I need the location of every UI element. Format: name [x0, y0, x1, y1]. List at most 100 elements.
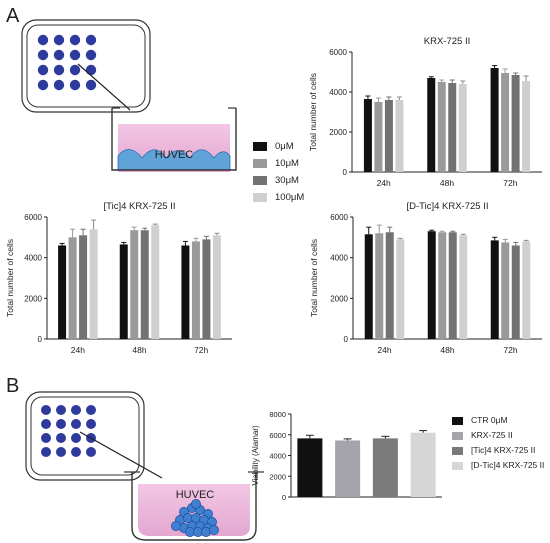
bar	[410, 432, 436, 497]
plate-well	[86, 419, 96, 429]
y-axis-label: Viability (Alamar)	[251, 425, 260, 486]
plate-well	[56, 419, 66, 429]
plate-well	[41, 433, 51, 443]
plate-well	[37, 49, 49, 61]
bar	[375, 233, 384, 339]
legend-b-swatch	[452, 417, 463, 425]
x-tick-label: 24h	[377, 178, 391, 188]
legend-a-swatch	[253, 193, 267, 202]
plate-well	[71, 419, 81, 429]
illustration-culture-dish-bottom: HUVEC	[124, 471, 264, 541]
bar	[181, 245, 190, 339]
bar	[335, 440, 361, 497]
chart-title: KRX-725 II	[424, 36, 470, 47]
bar	[151, 225, 160, 339]
y-tick-label: 2000	[269, 472, 286, 481]
bar	[374, 102, 383, 172]
y-tick-label: 4000	[24, 254, 42, 263]
bar	[427, 231, 436, 339]
legend-b-label: [D-Tic]4 KRX-725 II	[471, 460, 544, 470]
plate-well	[56, 405, 66, 415]
bar	[501, 242, 510, 339]
bar	[427, 78, 436, 172]
plate-well	[56, 447, 66, 457]
plate-well	[69, 79, 81, 91]
bar	[490, 240, 499, 339]
bar	[511, 245, 520, 339]
spheroid-cell	[171, 521, 181, 531]
bar	[511, 75, 520, 172]
plate-well	[41, 405, 51, 415]
bar	[459, 235, 468, 339]
x-tick-label: 72h	[503, 178, 517, 188]
chart-title: [D-Tic]4 KRX-725 II	[406, 201, 488, 212]
y-axis-label: Total number of cells	[308, 73, 318, 151]
bar	[297, 438, 323, 497]
y-axis-label: Total number of cells	[309, 239, 319, 317]
bar	[212, 235, 221, 339]
plate-well	[86, 447, 96, 457]
spheroid-cell	[209, 525, 219, 535]
bar	[68, 237, 77, 339]
bar	[437, 82, 446, 172]
bar	[522, 241, 531, 339]
plate-well	[85, 34, 97, 46]
panel-label-b: B	[6, 375, 19, 397]
plate-well	[41, 419, 51, 429]
y-tick-label: 0	[344, 335, 349, 344]
legend-b-swatch	[452, 432, 463, 440]
plate-well	[71, 447, 81, 457]
plate-well	[53, 34, 65, 46]
bar	[458, 84, 467, 172]
plate-well	[69, 34, 81, 46]
x-tick-label: 24h	[377, 345, 391, 355]
bar	[490, 68, 499, 172]
illustration-well-plate-top	[21, 19, 151, 113]
plate-well	[85, 49, 97, 61]
x-tick-label: 48h	[440, 178, 454, 188]
legend-a-label: 0μM	[275, 141, 294, 152]
plate-wells-top	[37, 34, 97, 91]
plate-well	[41, 447, 51, 457]
plate-well	[37, 64, 49, 76]
y-tick-label: 6000	[329, 48, 347, 57]
legend-a-label: 10μM	[275, 158, 299, 169]
y-tick-label: 6000	[330, 213, 348, 222]
x-tick-label: 72h	[503, 345, 517, 355]
y-tick-label: 4000	[330, 254, 348, 263]
x-tick-label: 72h	[194, 345, 208, 355]
plate-well	[53, 79, 65, 91]
illustration-well-plate-bottom	[25, 391, 163, 481]
plate-well	[69, 64, 81, 76]
bar	[191, 241, 200, 339]
bar	[364, 234, 373, 339]
y-tick-label: 2000	[330, 294, 348, 303]
legend-b-label: KRX-725 II	[471, 430, 513, 440]
y-tick-label: 4000	[329, 88, 347, 97]
legend-a-label: 100μM	[275, 192, 304, 203]
plate-well	[69, 49, 81, 61]
plate-well	[71, 433, 81, 443]
plate-well	[86, 405, 96, 415]
bar	[130, 230, 139, 339]
y-tick-label: 8000	[269, 410, 286, 419]
legend-b-swatch	[452, 447, 463, 455]
plate-well	[85, 64, 97, 76]
y-tick-label: 6000	[269, 431, 286, 440]
plate-wells-bottom	[41, 405, 96, 457]
legend-b-label: CTR 0μM	[471, 415, 508, 425]
bar	[438, 232, 447, 339]
bar	[202, 239, 211, 339]
bar	[372, 438, 398, 497]
bar	[384, 100, 393, 172]
bar	[522, 81, 531, 172]
x-tick-label: 48h	[132, 345, 146, 355]
legend-a-swatch	[253, 142, 267, 151]
